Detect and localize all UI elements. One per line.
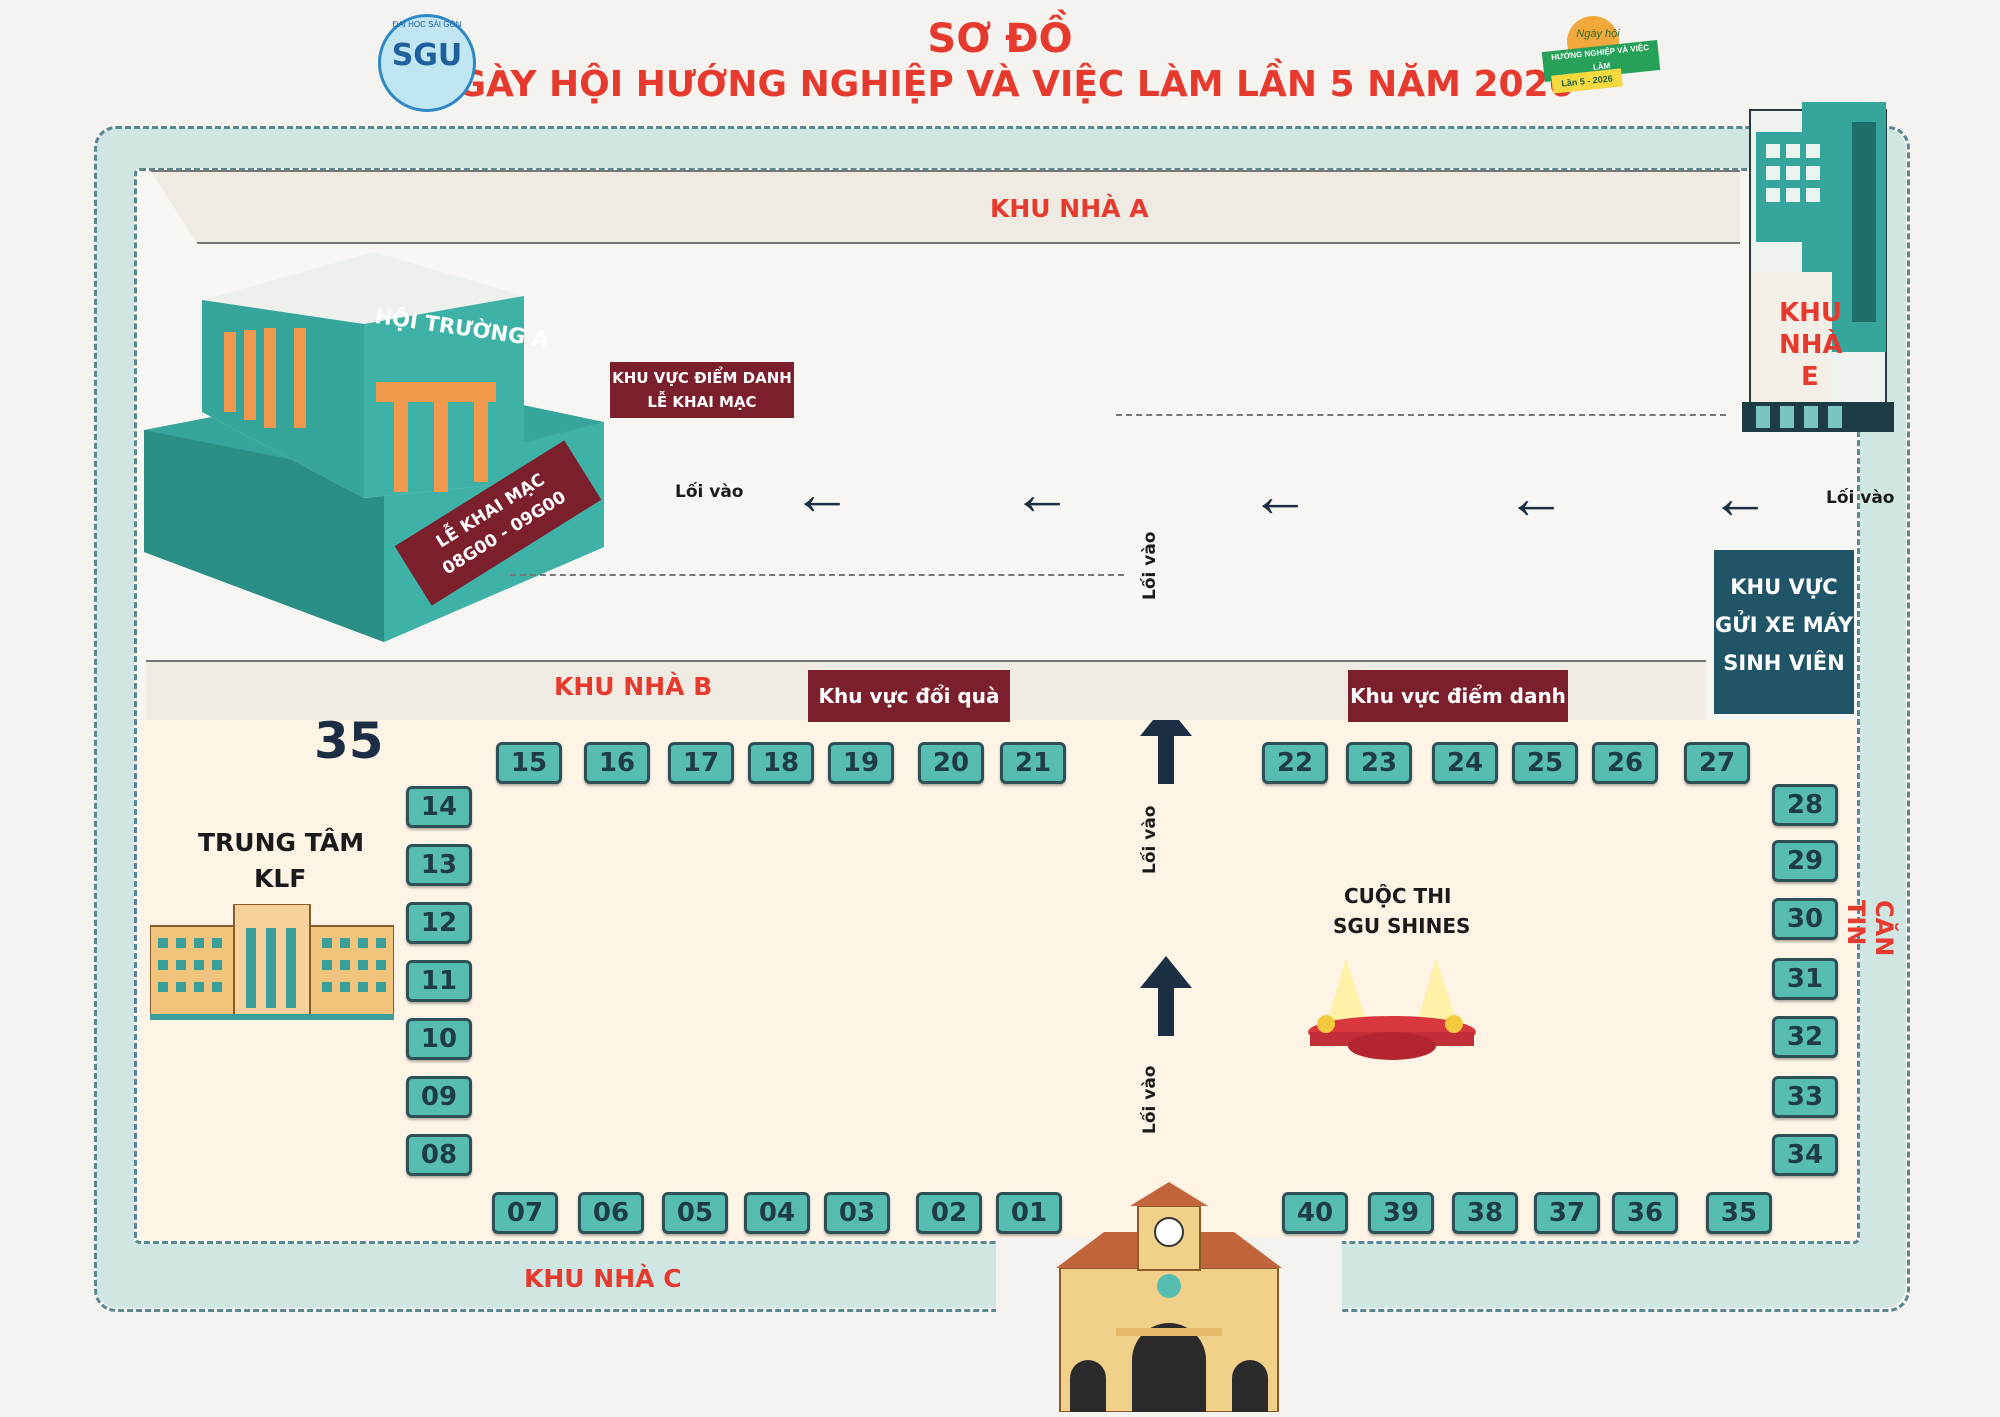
- klf-label-2: KLF: [254, 864, 307, 893]
- entrance-label-right: Lối vào: [1826, 488, 1895, 508]
- booth-14: 14: [406, 786, 472, 828]
- booth-02: 02: [916, 1192, 982, 1234]
- booth-01: 01: [996, 1192, 1062, 1234]
- arrow-left-icon: ←: [1250, 462, 1310, 529]
- sgu-shines-label-1: CUỘC THI: [1344, 884, 1452, 908]
- booth-39: 39: [1368, 1192, 1434, 1234]
- diem-danh-le-khai-mac-line1: KHU VỰC ĐIỂM DANH: [612, 369, 792, 387]
- sgu-logo: [378, 14, 476, 112]
- sgu-logo-text: SGU: [391, 38, 463, 73]
- booth-15: 15: [496, 742, 562, 784]
- booth-31: 31: [1772, 958, 1838, 1000]
- booth-13: 13: [406, 844, 472, 886]
- booth-34: 34: [1772, 1134, 1838, 1176]
- booth-35: 35: [1706, 1192, 1772, 1234]
- parking-line3: SINH VIÊN: [1723, 651, 1845, 675]
- booth-27: 27: [1684, 742, 1750, 784]
- booth-26: 26: [1592, 742, 1658, 784]
- booth-19: 19: [828, 742, 894, 784]
- booth-28: 28: [1772, 784, 1838, 826]
- map-title: SƠ ĐỒ: [927, 16, 1073, 62]
- booth-40: 40: [1282, 1192, 1348, 1234]
- arrow-left-icon: ←: [1506, 464, 1566, 531]
- booth-29: 29: [1772, 840, 1838, 882]
- motorbike-parking-area: KHU VỰC GỬI XE MÁY SINH VIÊN: [1714, 550, 1854, 714]
- arrow-left-icon: ←: [1710, 464, 1770, 531]
- sgu-shines-label-2: SGU SHINES: [1333, 914, 1471, 938]
- khu-nha-a-label: KHU NHÀ A: [990, 194, 1149, 223]
- parking-line1: KHU VỰC: [1730, 575, 1838, 599]
- khu-nha-e-label-2: NHÀ: [1779, 330, 1843, 360]
- booth-18: 18: [748, 742, 814, 784]
- klf-label-1: TRUNG TÂM: [198, 828, 365, 857]
- booth-05: 05: [662, 1192, 728, 1234]
- can-tin-label: CĂN TIN: [1842, 900, 1898, 957]
- booth-37: 37: [1534, 1192, 1600, 1234]
- booth-33: 33: [1772, 1076, 1838, 1118]
- booth-21: 21: [1000, 742, 1066, 784]
- booth-08: 08: [406, 1134, 472, 1176]
- entrance-label-vertical-3: Lối vào: [1140, 1065, 1160, 1135]
- arrow-up-icon: [1140, 704, 1192, 789]
- klf-building: [149, 903, 395, 1029]
- booth-12: 12: [406, 902, 472, 944]
- booth-17: 17: [668, 742, 734, 784]
- booth-09: 09: [406, 1076, 472, 1118]
- main-gate-building: [1056, 1182, 1282, 1417]
- booth-04: 04: [744, 1192, 810, 1234]
- booth-35-label: 35: [314, 712, 384, 770]
- entrance-label-vertical-2: Lối vào: [1140, 805, 1160, 875]
- booth-16: 16: [584, 742, 650, 784]
- event-title: NGÀY HỘI HƯỚNG NGHIỆP VÀ VIỆC LÀM LẦN 5 …: [426, 64, 1574, 105]
- booth-22: 22: [1262, 742, 1328, 784]
- parking-line2: GỬI XE MÁY: [1714, 613, 1854, 637]
- arrow-up-icon: [1140, 956, 1192, 1041]
- booth-30: 30: [1772, 898, 1838, 940]
- booth-11: 11: [406, 960, 472, 1002]
- booth-20: 20: [918, 742, 984, 784]
- booth-06: 06: [578, 1192, 644, 1234]
- booth-32: 32: [1772, 1016, 1838, 1058]
- sgu-logo-sub: ĐẠI HỌC SÀI GÒN: [392, 20, 462, 29]
- booth-10: 10: [406, 1018, 472, 1060]
- diem-danh-le-khai-mac-sign: KHU VỰC ĐIỂM DANH LỄ KHAI MẠC: [610, 362, 794, 418]
- booth-23: 23: [1346, 742, 1412, 784]
- diem-danh-sign: Khu vực điểm danh: [1348, 670, 1568, 722]
- arrow-left-icon: ←: [1012, 460, 1072, 527]
- hoi-truong-a-building: [144, 252, 614, 642]
- entrance-label-vertical-1: Lối vào: [1140, 531, 1160, 601]
- booth-25: 25: [1512, 742, 1578, 784]
- stage-icon: [1306, 940, 1476, 1069]
- booth-ground: [140, 720, 1856, 1240]
- booth-03: 03: [824, 1192, 890, 1234]
- diem-danh-le-khai-mac-line2: LỄ KHAI MẠC: [647, 393, 757, 411]
- khu-nha-e-label-1: KHU: [1779, 298, 1843, 328]
- booth-07: 07: [492, 1192, 558, 1234]
- khu-nha-e-label-3: E: [1801, 362, 1819, 392]
- path-line-top: [1116, 414, 1726, 416]
- khu-nha-b-label: KHU NHÀ B: [554, 672, 713, 701]
- khu-nha-c-label: KHU NHÀ C: [524, 1264, 682, 1293]
- booth-36: 36: [1612, 1192, 1678, 1234]
- khu-nha-a-building: [150, 170, 1740, 244]
- khu-nha-e-building: [1742, 102, 1894, 452]
- booth-38: 38: [1452, 1192, 1518, 1234]
- doi-qua-sign: Khu vực đổi quà: [808, 670, 1010, 722]
- arrow-left-icon: ←: [792, 460, 852, 527]
- event-badge-top: Ngày hội: [1576, 28, 1620, 40]
- entrance-label-left: Lối vào: [675, 482, 744, 502]
- booth-24: 24: [1432, 742, 1498, 784]
- path-line-bottom: [510, 574, 1124, 576]
